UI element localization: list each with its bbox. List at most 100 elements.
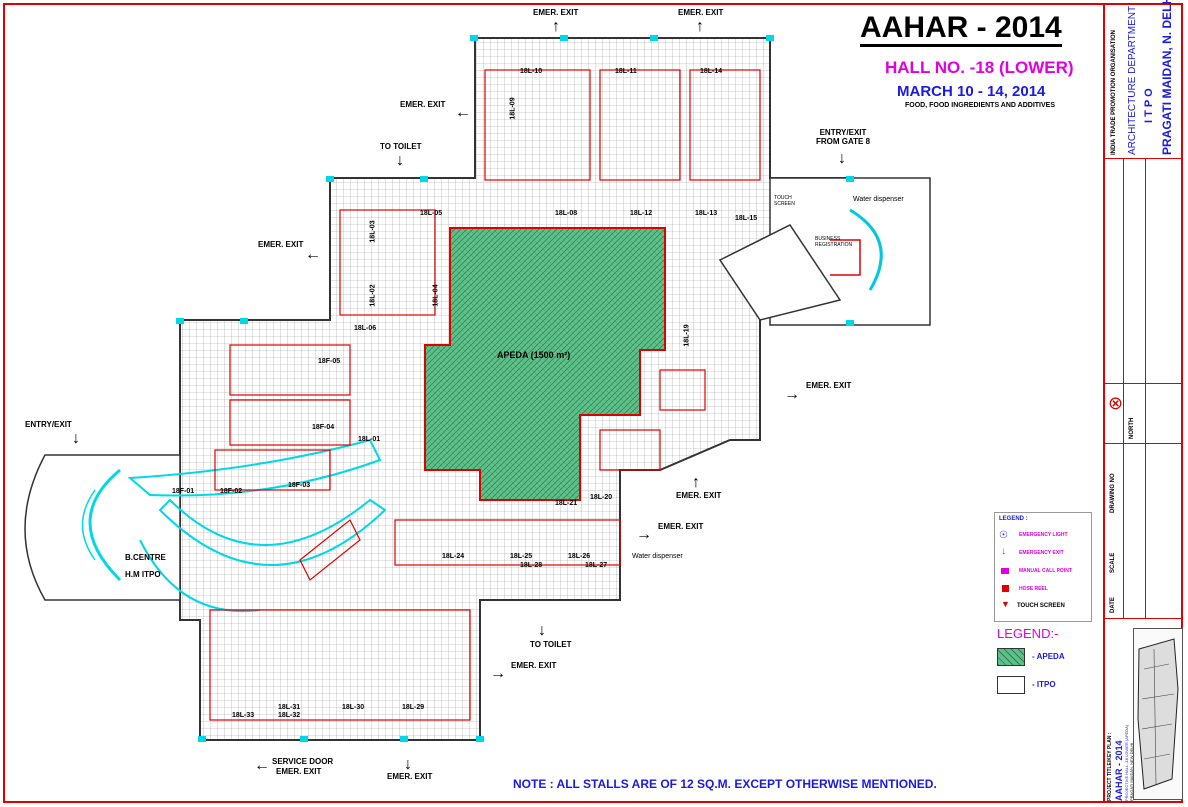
entry-exit-label: ENTRY/EXIT: [25, 420, 72, 429]
itpo-legend-label: - ITPO: [1032, 680, 1056, 689]
stall-label: 18F-03: [288, 482, 311, 489]
stall-label: 18L-03: [369, 220, 377, 243]
stall-label: 18L-30: [342, 704, 365, 711]
north-arrow-icon: ⊗: [1108, 393, 1124, 413]
stall-label: 18L-06: [354, 325, 377, 332]
org-name: INDIA TRADE PROMOTION ORGANISATION: [1111, 30, 1117, 155]
water-dispenser-label: Water dispenser: [853, 196, 904, 203]
stall-partitions: [209, 69, 761, 721]
manual-call-point-icon: [1001, 568, 1009, 574]
stall-label: 18L-08: [555, 210, 578, 217]
arrow-left-icon: ←: [305, 246, 321, 263]
small-legend-title: LEGEND :: [999, 516, 1028, 522]
stall-label: 18L-09: [509, 97, 517, 120]
stall-label: 18L-04: [432, 284, 440, 307]
stall-label: 18L-11: [615, 68, 637, 75]
exit-label: EMER. EXIT: [806, 381, 852, 390]
legend-item-label: MANUAL CALL POINT: [1019, 568, 1072, 574]
floor-plan: [24, 35, 931, 742]
page-title: AAHAR - 2014: [860, 12, 1062, 47]
exit-label: EMER. EXIT: [676, 491, 722, 500]
arrow-up-icon: ↑: [692, 474, 700, 491]
columns: [176, 35, 854, 742]
north-label: NORTH: [1129, 417, 1135, 439]
arrow-up-icon: ↑: [552, 18, 560, 35]
exit-label: EMER. EXIT: [258, 240, 304, 249]
stall-label: 18L-24: [442, 553, 465, 560]
legend-item-label: HOSE REEL: [1019, 586, 1048, 592]
venue-name: PRAGATI MAIDAN, N. DELHI: [1160, 0, 1174, 155]
arrow-right-icon: →: [784, 386, 800, 403]
stall-label: 18F-01: [172, 488, 195, 495]
key-plan-map: [1133, 628, 1183, 800]
itpo-letters: I T P O: [1143, 88, 1155, 123]
b-centre-label: B.CENTRE: [125, 553, 166, 562]
stall-label: 18L-32: [278, 712, 301, 719]
small-legend: LEGEND : ☉ EMERGENCY LIGHT ↓ EMERGENCY E…: [994, 512, 1092, 622]
event-dates: MARCH 10 - 14, 2014: [897, 83, 1046, 100]
emergency-exit-icon: ↓: [1001, 546, 1006, 557]
stall-label: 18F-02: [220, 488, 243, 495]
department-name: ARCHITECTURE DEPARTMENT: [1127, 5, 1138, 155]
stall-label: 18L-27: [585, 562, 608, 569]
arrow-down-icon: ↓: [538, 622, 546, 639]
hose-reel-icon: [1002, 585, 1009, 592]
stall-label: 18L-10: [520, 68, 543, 75]
hall-title: HALL NO. -18 (LOWER): [885, 58, 1074, 77]
stall-label: 18L-15: [735, 215, 758, 222]
apeda-label: APEDA (1500 m²): [497, 350, 571, 360]
event-subtitle: FOOD, FOOD INGREDIENTS AND ADDITIVES: [905, 102, 1055, 109]
stall-label: 18L-20: [590, 494, 613, 501]
project-title-label: PROJECT TITLE/KEY PLAN :: [1107, 732, 1113, 801]
date-label: DATE: [1110, 597, 1116, 613]
stall-label: 18L-05: [420, 210, 443, 217]
stall-label: 18L-28: [520, 562, 543, 569]
stall-label: 18L-29: [402, 704, 425, 711]
exit-label: EMER. EXIT: [658, 522, 704, 531]
project-name: AAHAR - 2014: [1114, 740, 1124, 801]
touch-screen-icon: ▼: [1001, 599, 1010, 609]
stall-label: 18L-21: [555, 500, 578, 507]
touch-screen-label: TOUCH SCREEN: [774, 195, 795, 207]
itpo-swatch: [997, 676, 1025, 694]
legend-item-label: EMERGENCY EXIT: [1019, 550, 1064, 556]
stall-label: 18L-02: [369, 284, 377, 307]
entry-exit-label: ENTRY/EXIT FROM GATE 8: [815, 128, 871, 146]
exit-label: EMER. EXIT: [387, 772, 433, 781]
arrow-left-icon: ←: [455, 104, 471, 121]
stall-label: 18L-14: [700, 68, 723, 75]
legend-title: LEGEND:-: [997, 626, 1059, 641]
exit-label: EMER. EXIT: [511, 661, 557, 670]
legend-item-label: TOUCH SCREEN: [1017, 603, 1065, 609]
stall-label: 18F-05: [318, 358, 341, 365]
arrow-right-icon: →: [636, 526, 652, 543]
apeda-legend-label: - APEDA: [1032, 652, 1065, 661]
stall-label: 18F-04: [312, 424, 335, 431]
apeda-area: [424, 227, 666, 501]
toilet-label: TO TOILET: [380, 142, 422, 151]
stall-label: 18L-01: [358, 436, 381, 443]
toilet-label: TO TOILET: [530, 640, 572, 649]
stall-label: 18L-33: [232, 712, 255, 719]
note: NOTE : ALL STALLS ARE OF 12 SQ.M. EXCEPT…: [513, 777, 937, 791]
legend-item-label: EMERGENCY LIGHT: [1019, 532, 1068, 538]
arrow-down-icon: ↓: [404, 756, 412, 773]
exit-label: EMER. EXIT: [533, 8, 579, 17]
arrow-left-icon: ←: [254, 757, 270, 774]
exit-label: EMER. EXIT: [678, 8, 724, 17]
title-block: INDIA TRADE PROMOTION ORGANISATION ARCHI…: [1103, 0, 1183, 803]
arrow-down-icon: ↓: [838, 150, 846, 167]
stall-label: 18L-19: [683, 324, 691, 347]
stall-label: 18L-12: [630, 210, 653, 217]
arrow-down-icon: ↓: [396, 152, 404, 169]
arrow-down-icon: ↓: [72, 430, 80, 447]
stall-label: 18L-31: [278, 704, 301, 711]
stall-label: 18L-26: [568, 553, 591, 560]
hm-itpo-label: H.M ITPO: [125, 570, 161, 579]
drawing-no-label: DRAWING NO: [1110, 473, 1116, 513]
scale-label: SCALE: [1110, 552, 1116, 573]
apeda-swatch: [997, 648, 1025, 666]
emergency-light-icon: ☉: [999, 530, 1008, 541]
exit-label: EMER. EXIT: [276, 767, 322, 776]
water-dispenser-label: Water dispenser: [632, 553, 683, 560]
